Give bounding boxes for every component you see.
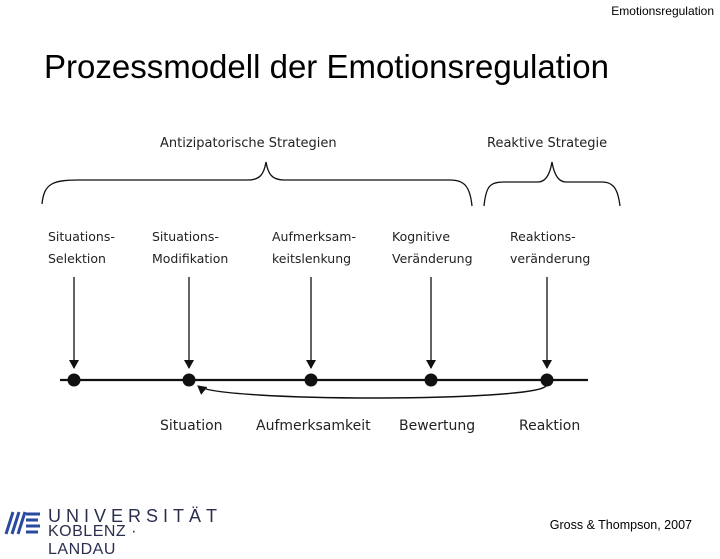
strategy-line2: keitslenkung (272, 251, 352, 266)
anticipatory-brace (41, 161, 473, 207)
logo-text-line2: KOBLENZ · LANDAU (48, 523, 137, 558)
strategy-aufmerksamkeitslenkung: Aufmerksam- keitslenkung (272, 226, 356, 270)
stage-reaktion: Reaktion (519, 418, 581, 434)
stage-situation: Situation (160, 418, 223, 434)
strategy-situationsmodifikation: Situations- Modifikation (152, 226, 228, 270)
strategy-reaktionsveraenderung: Reaktions- veränderung (510, 226, 590, 270)
citation: Gross & Thompson, 2007 (549, 518, 692, 532)
strategy-line1: Situations- (48, 229, 115, 244)
node-situationsselektion (67, 373, 81, 387)
stage-aufmerksamkeit: Aufmerksamkeit (256, 418, 371, 434)
logo-text-line1: UNIVERSITÄT (48, 506, 223, 526)
node-aufmerksamkeitslenkung (304, 373, 318, 387)
strategy-line2: Selektion (48, 251, 106, 266)
strategy-line2: veränderung (510, 251, 591, 266)
strategy-situationsselektion: Situations- Selektion (48, 226, 115, 270)
node-kognitive-veraenderung (424, 373, 438, 387)
stage-bewertung: Bewertung (399, 418, 476, 434)
strategy-line2: Veränderung (392, 251, 473, 266)
diagram-graphics (41, 161, 621, 399)
university-logo: UNIVERSITÄT KOBLENZ · LANDAU (4, 506, 217, 558)
slide-title: Prozessmodell der Emotionsregulation (44, 48, 609, 85)
node-reaktionsveraenderung (540, 373, 554, 387)
strategy-line2: Modifikation (152, 251, 229, 266)
node-situationsmodifikation (182, 373, 196, 387)
process-model-diagram: Antizipatorische Strategien Reaktive Str… (38, 124, 628, 444)
feedback-arrow (197, 385, 547, 399)
header-title: Emotionsregulation (611, 4, 714, 18)
strategy-line1: Kognitive (392, 229, 451, 244)
strategy-line1: Reaktions- (510, 229, 576, 244)
group-label-anticipatory: Antizipatorische Strategien (160, 136, 337, 151)
strategy-line1: Aufmerksam- (272, 229, 356, 244)
strategy-kognitive-veraenderung: Kognitive Veränderung (392, 226, 473, 270)
reactive-brace (483, 161, 621, 207)
strategy-line1: Situations- (152, 229, 219, 244)
group-label-reactive: Reaktive Strategie (487, 136, 608, 151)
logo-mark-icon (4, 511, 40, 535)
